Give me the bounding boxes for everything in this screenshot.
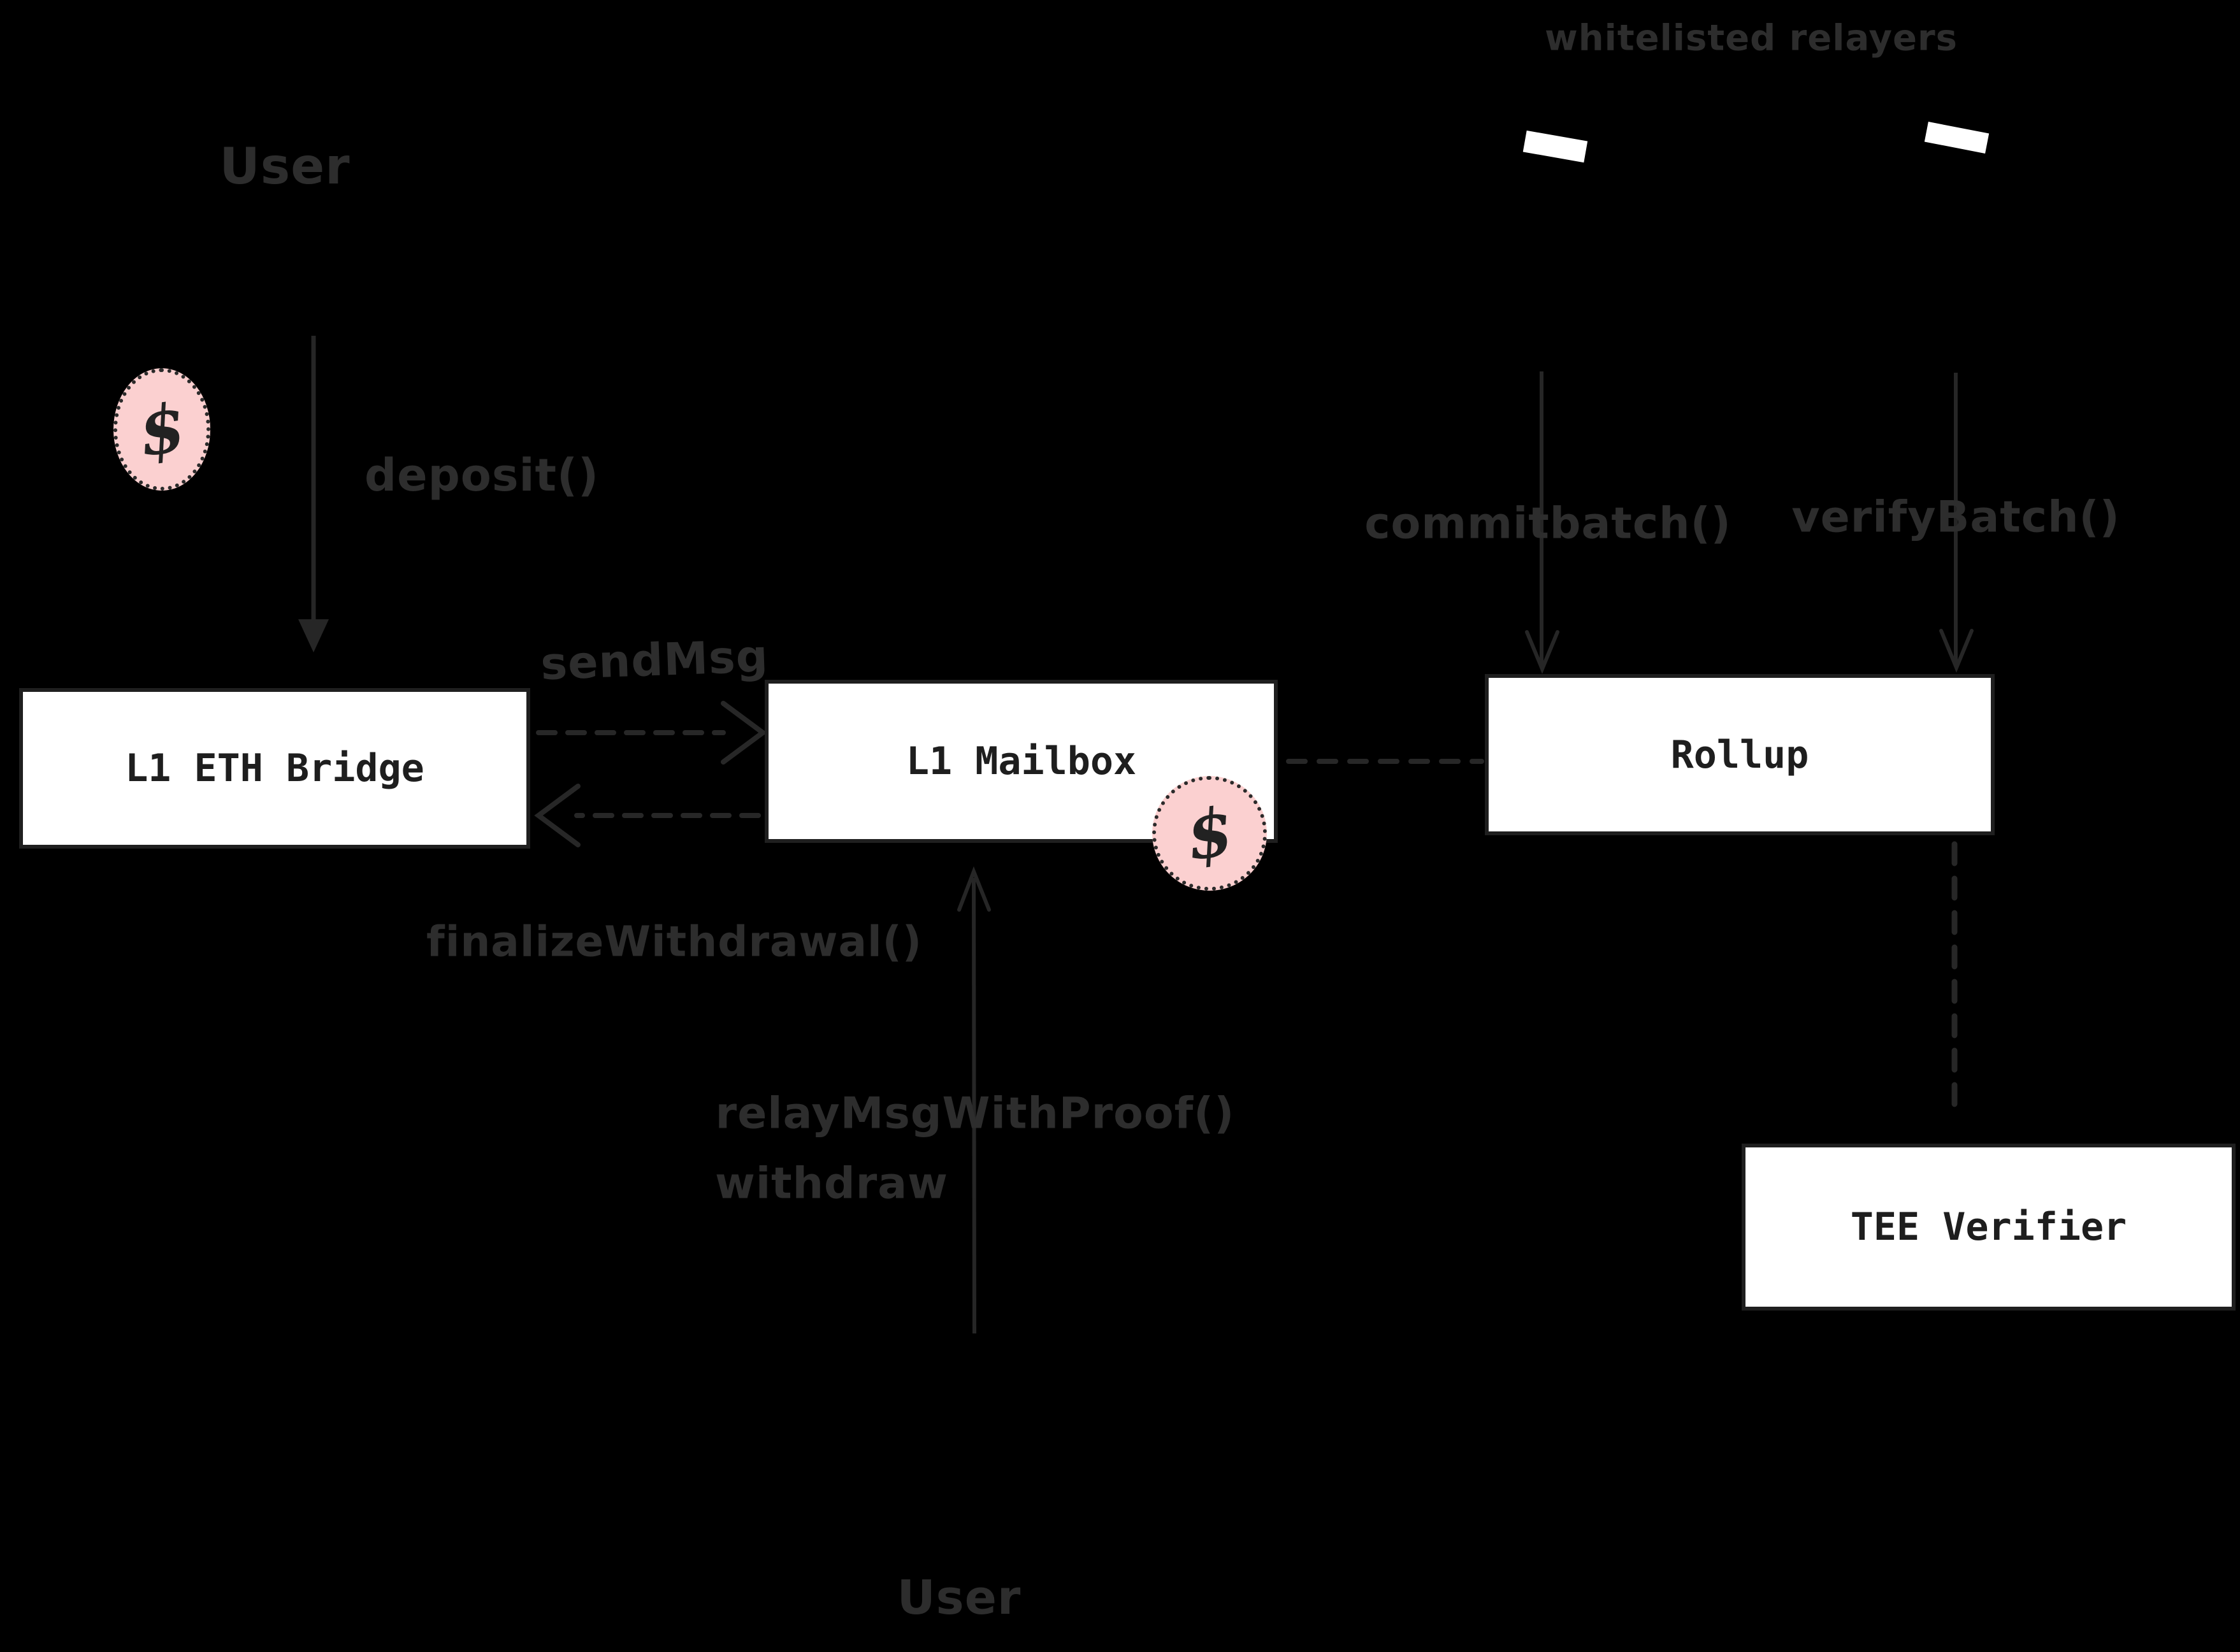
user-bottom-label: User — [897, 1570, 1022, 1625]
l1-eth-bridge-label: L1 ETH Bridge — [125, 746, 424, 791]
rollup-box: Rollup — [1485, 674, 1995, 835]
dollar-sign: $ — [1181, 791, 1238, 875]
verifybatch-label: verifyBatch() — [1791, 492, 2120, 543]
tee-verifier-box: TEE Verifier — [1742, 1144, 2236, 1311]
finalize-withdrawal-label: finalizeWithdrawal() — [426, 917, 923, 966]
verifybatch-arrowhead — [1939, 629, 1974, 673]
commitbatch-label: commitbatch() — [1364, 498, 1731, 549]
whitelisted-relayers-label: whitelisted relayers — [1545, 17, 1958, 59]
l1-eth-bridge-box: L1 ETH Bridge — [19, 688, 530, 849]
sendmsg-label: sendMsg — [539, 629, 770, 691]
rollup-label: Rollup — [1670, 732, 1809, 777]
tee-verifier-label: TEE Verifier — [1850, 1205, 2127, 1249]
relay-msg-with-proof-label: relayMsgWithProof() — [715, 1088, 1235, 1139]
withdraw-arrowhead — [957, 866, 991, 912]
deposit-arrowhead — [298, 619, 329, 652]
money-icon: $ — [1152, 776, 1267, 891]
l1-mailbox-label: L1 Mailbox — [906, 739, 1137, 784]
sendmsg-arrowhead — [721, 701, 767, 765]
money-icon: $ — [113, 368, 210, 491]
user-top-label: User — [219, 138, 350, 196]
finalize-arrowhead — [534, 784, 581, 847]
commitbatch-arrowhead — [1525, 630, 1559, 674]
deposit-label: deposit() — [365, 449, 599, 501]
dollar-sign: $ — [133, 387, 191, 471]
withdraw-label: withdraw — [715, 1158, 948, 1209]
